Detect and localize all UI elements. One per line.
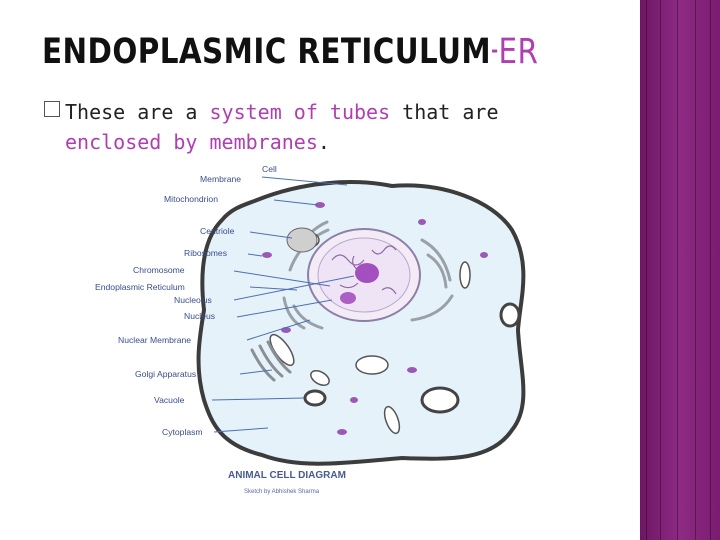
- label-vacuole: Vacuole: [154, 395, 185, 405]
- label-cytoplasm: Cytoplasm: [162, 427, 203, 437]
- bullet-line1-a: These are a: [65, 100, 210, 124]
- ribosomes: [262, 202, 488, 435]
- title-main: ENDOPLASMIC RETICULUM: [42, 32, 492, 72]
- slide-title: ENDOPLASMIC RETICULUM-ER: [42, 32, 538, 72]
- centriole-shape: [286, 227, 318, 253]
- bullet-line1-b: that are: [390, 100, 499, 124]
- bullet-line2-end: .: [317, 130, 330, 154]
- animal-cell-diagram: Cell Membrane Mitochondrion Centriole Ri…: [92, 160, 552, 500]
- chromatin: [331, 245, 397, 295]
- label-chromosome: Chromosome: [133, 265, 185, 275]
- label-cell: Cell: [262, 164, 277, 174]
- label-centriole: Centriole: [200, 226, 235, 236]
- nucleolus-shape: [355, 263, 379, 283]
- label-ribosomes: Ribosomes: [184, 248, 227, 258]
- vacuoles: [303, 302, 521, 414]
- cell-membrane-shape: [196, 180, 526, 466]
- diagram-credit: Sketch by Abhishek Sharma: [244, 489, 320, 495]
- decorative-sidebar: [640, 0, 720, 540]
- bullet-text-line2: enclosed by membranes.: [65, 127, 605, 157]
- label-er: Endoplasmic Reticulum: [95, 282, 185, 292]
- leader-lines: [211, 176, 355, 433]
- bullet-line2-highlight: enclosed by membranes: [65, 130, 318, 154]
- golgi-apparatus: [250, 340, 292, 382]
- label-membrane: Membrane: [200, 174, 241, 184]
- label-mitochondrion: Mitochondrion: [164, 194, 218, 204]
- diagram-caption: ANIMAL CELL DIAGRAM: [228, 470, 346, 481]
- label-nuclear-membrane: Nuclear Membrane: [118, 335, 191, 345]
- bullet-text: These are a system of tubes that are: [65, 97, 605, 127]
- bullet-line1-highlight: system of tubes: [209, 100, 391, 124]
- chromosome-shape: [340, 292, 356, 304]
- label-golgi: Golgi Apparatus: [135, 369, 196, 379]
- bullet-icon: [44, 101, 60, 117]
- title-abbr: ER: [498, 32, 539, 72]
- label-nucleolus: Nucleolus: [174, 295, 212, 305]
- title-separator: -: [491, 38, 499, 62]
- label-nucleus: Nucleus: [184, 311, 215, 321]
